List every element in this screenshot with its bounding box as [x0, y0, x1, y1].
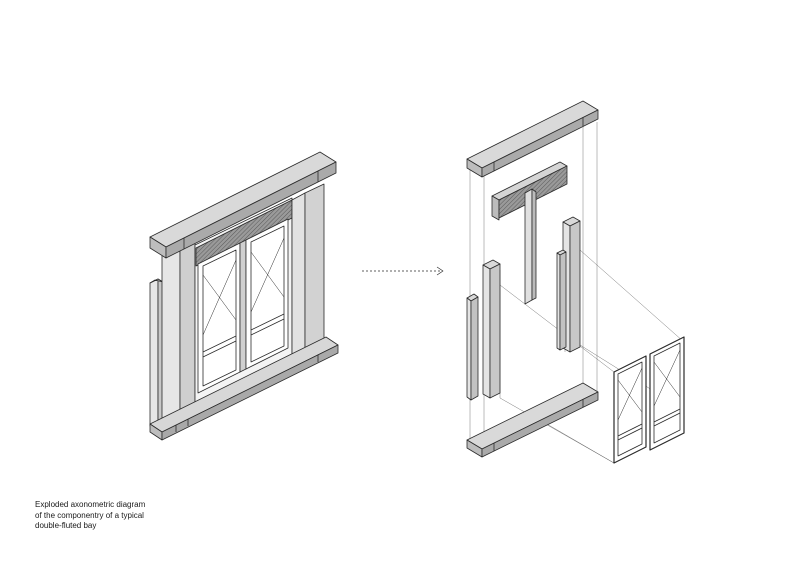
assembled-door-leaf-right: [245, 218, 289, 370]
assembled-plinth: [149, 336, 339, 441]
caption-line-3: double-fluted bay: [35, 521, 97, 530]
diagram-caption: Exploded axonometric diagram of the comp…: [35, 500, 235, 532]
exploded-right-fin: [556, 249, 567, 351]
assembled-cornice: [149, 151, 337, 259]
exploded-door-leaf-right: [649, 336, 685, 451]
explode-arrow: [362, 266, 444, 276]
exploded-left-pilaster: [482, 259, 501, 399]
assembled-door-leaf-left: [197, 242, 241, 394]
assembled-right-pilaster: [291, 183, 325, 373]
projection-lines: [469, 115, 685, 464]
exploded-plinth: [466, 382, 599, 458]
assembled-left-fin: [149, 278, 164, 427]
exploded-bay: [466, 100, 685, 464]
exploded-left-fin: [466, 293, 479, 401]
assembled-mullion: [239, 239, 247, 373]
exploded-transom-mullion: [491, 161, 568, 305]
assembled-left-pilaster: [161, 234, 196, 428]
caption-line-2: of the componentry of a typical: [35, 510, 144, 520]
exploded-cornice: [466, 100, 599, 178]
exploded-door-leaf-left: [613, 355, 647, 464]
caption-line-1: Exploded axonometric diagram: [35, 500, 146, 509]
assembled-bay: [149, 151, 339, 441]
